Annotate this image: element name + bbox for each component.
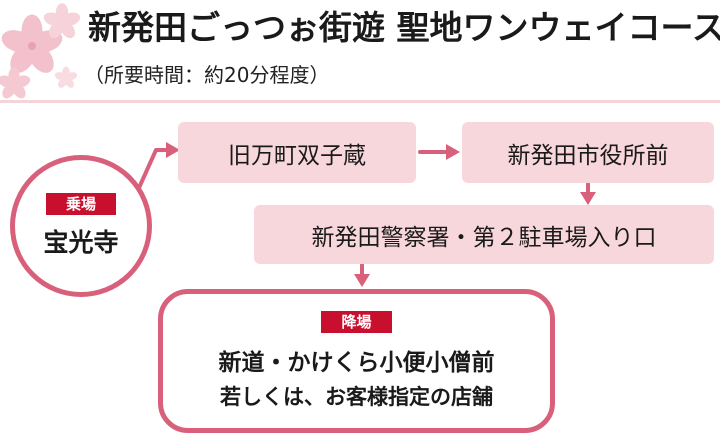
header-divider [0,100,720,103]
alighting-name: 新道・かけくら小便小僧前 [218,350,495,376]
alighting-point: 降場 新道・かけくら小便小僧前 若しくは、お客様指定の店舗 [158,289,555,433]
stop-2: 新発田市役所前 [462,122,714,183]
alighting-note: 若しくは、お客様指定の店舗 [220,385,493,409]
page-subtitle: （所要時間：約20分程度） [84,63,330,87]
arrowhead-3 [580,192,596,205]
boarding-tag: 乗場 [45,193,116,215]
sakura-blossom-icon [0,3,82,100]
stop-3: 新発田警察署・第２駐車場入り口 [254,205,714,264]
arrowhead-4 [354,274,370,287]
arrowhead-2 [446,144,460,160]
boarding-name: 宝光寺 [43,228,119,257]
alighting-tag: 降場 [321,311,392,333]
arrowhead-1 [166,142,180,158]
page-title: 新発田ごっつぉ街遊 聖地ワンウェイコース [88,8,720,47]
stop-1: 旧万町双子蔵 [178,122,416,183]
arrow-start-to-stop1 [136,148,170,192]
boarding-point: 乗場 宝光寺 [10,155,152,297]
